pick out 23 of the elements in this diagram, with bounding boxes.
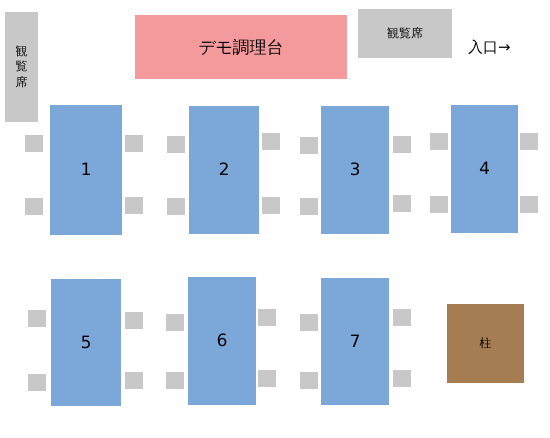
table-number: 1 — [80, 160, 92, 180]
seating-area — [358, 9, 452, 58]
table — [451, 105, 518, 233]
area-label: 観覧席 — [14, 44, 28, 90]
pillar — [447, 304, 524, 383]
table-number: 4 — [479, 159, 490, 179]
demo-counter — [135, 15, 347, 79]
table-number: 6 — [216, 331, 228, 351]
table-number: 3 — [350, 160, 360, 180]
table — [321, 106, 389, 234]
area-label: 観覧席 — [387, 25, 423, 42]
table — [50, 105, 122, 235]
area-label: 柱 — [480, 335, 492, 352]
table-number: 5 — [80, 332, 92, 352]
table — [189, 106, 259, 234]
area-label: デモ調理台 — [198, 36, 284, 58]
seating-area — [5, 12, 38, 122]
table — [51, 279, 121, 406]
table — [188, 277, 256, 405]
table — [321, 278, 389, 405]
table-number: 2 — [218, 160, 230, 180]
table-number: 7 — [350, 332, 360, 352]
entrance-label: 入口→ — [468, 38, 511, 57]
